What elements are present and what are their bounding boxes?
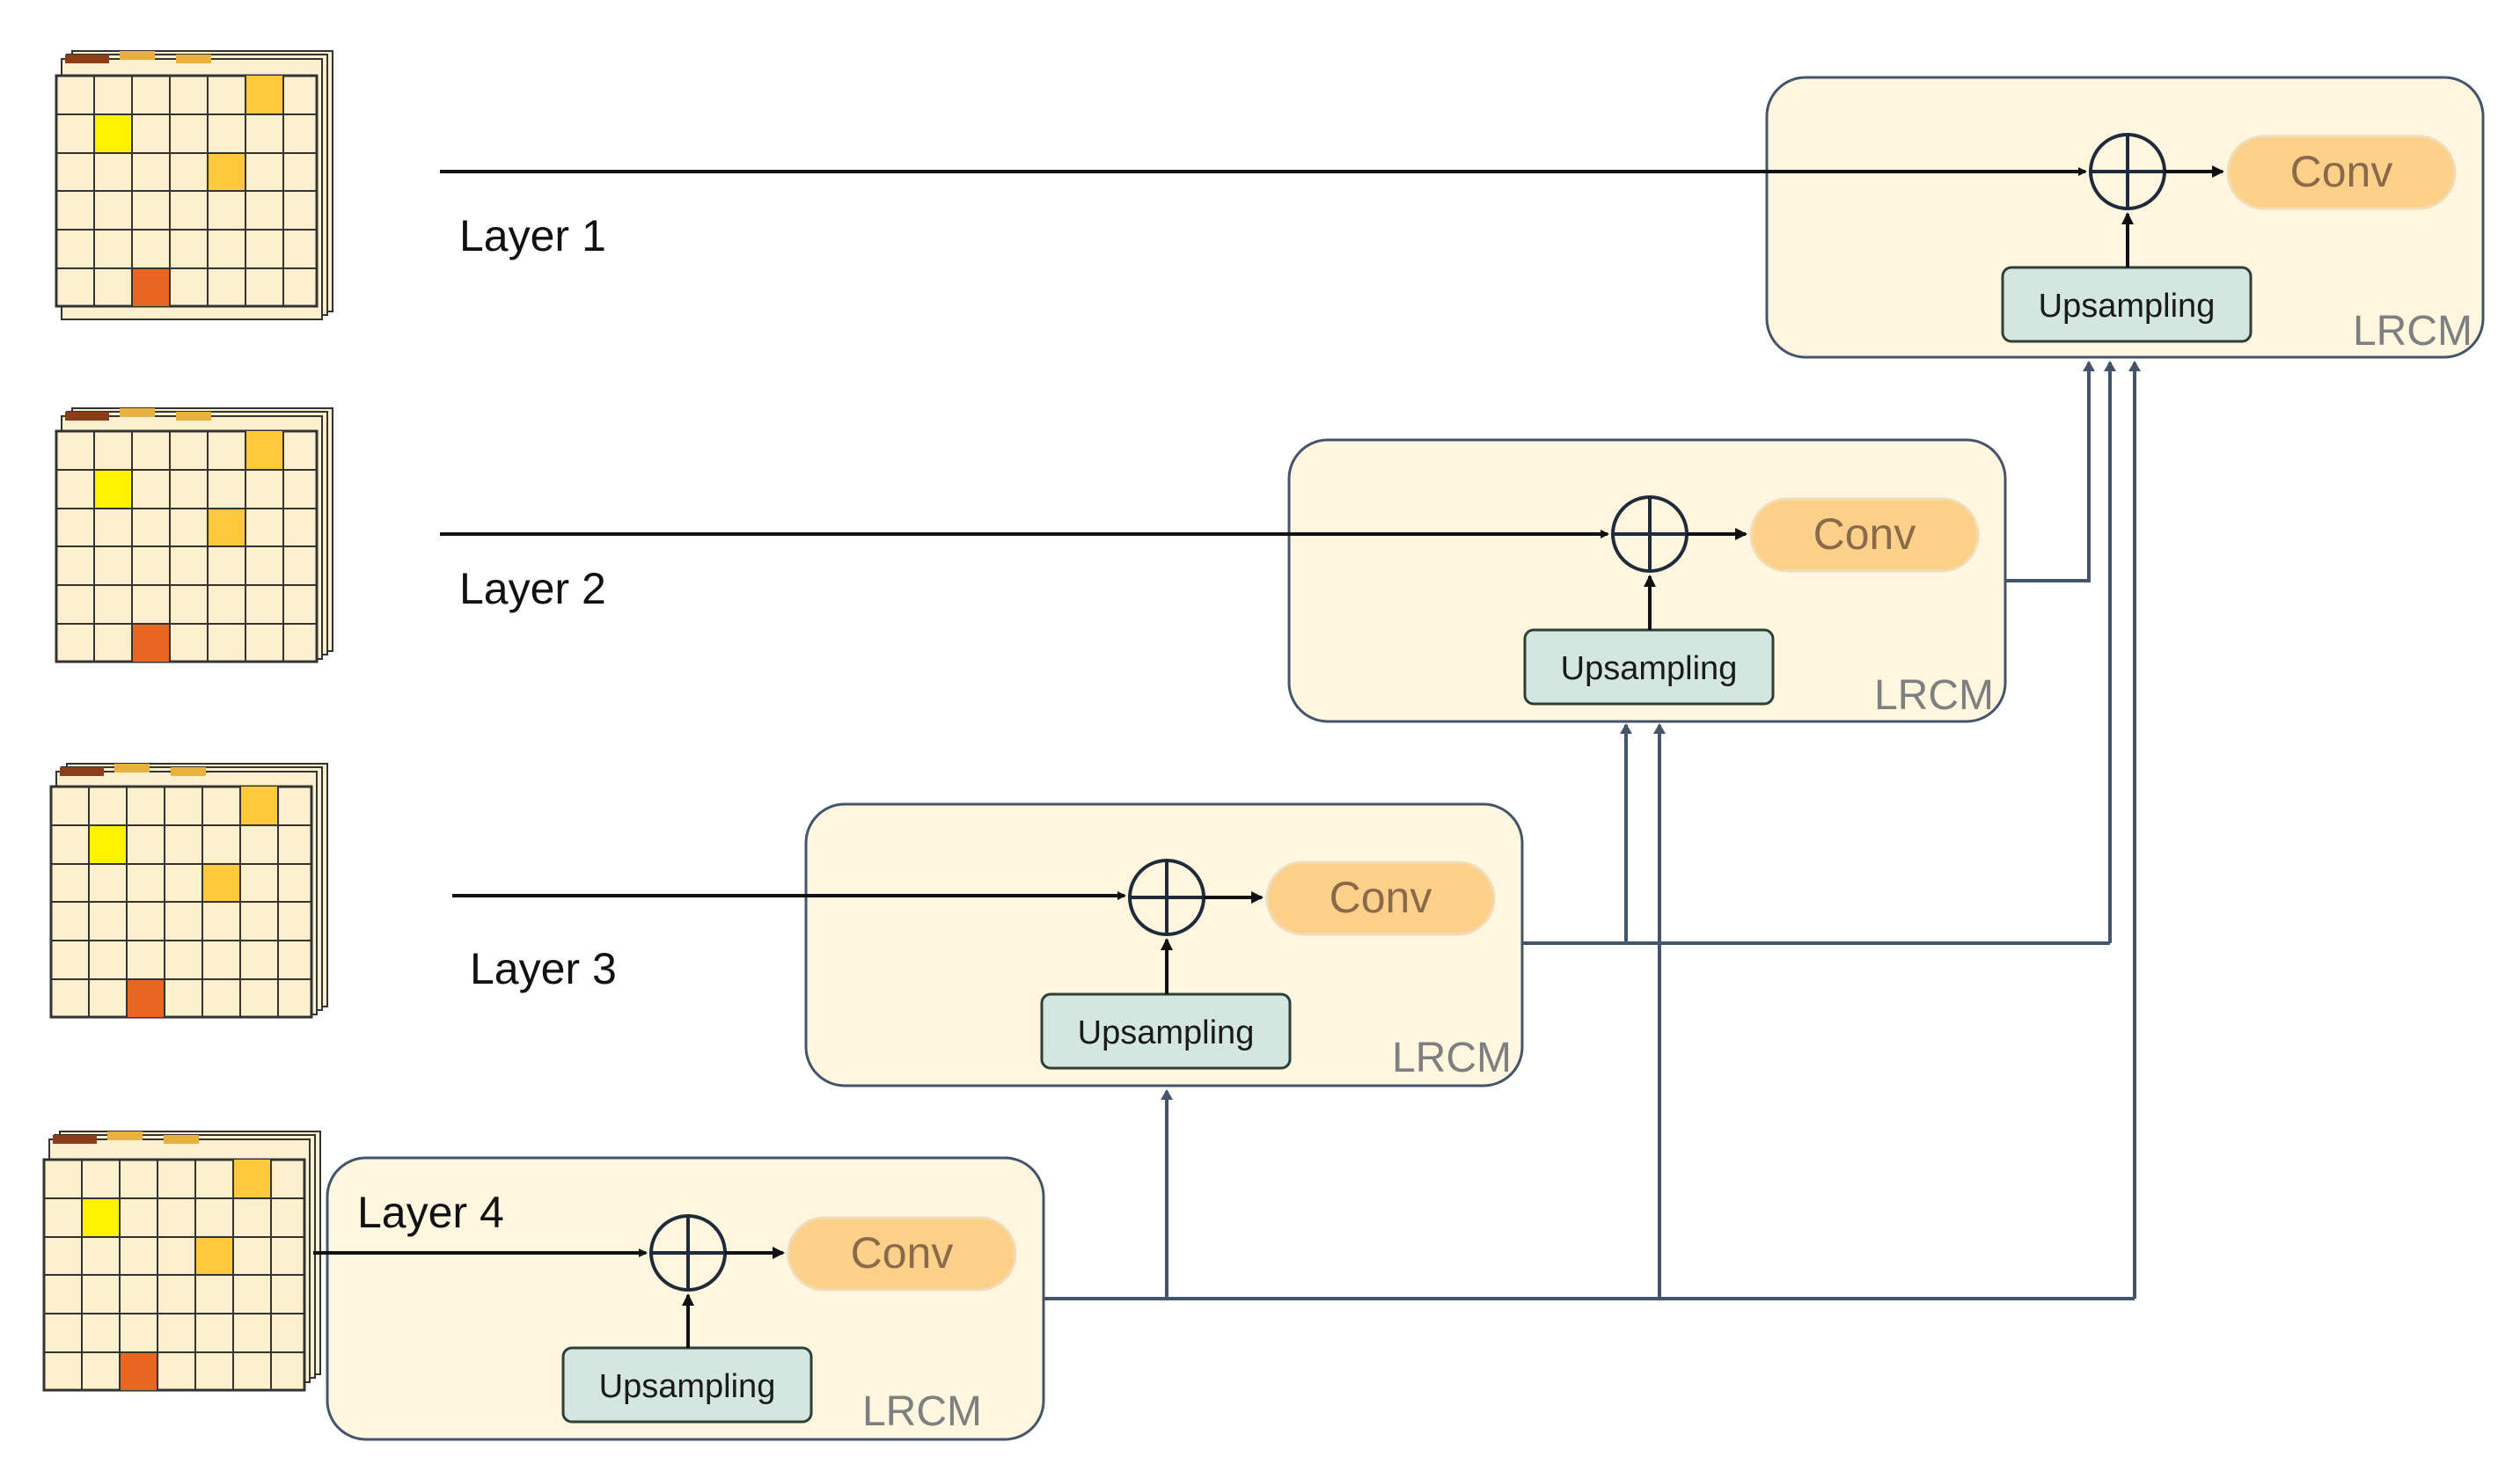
layer-4-label: Layer 4 <box>357 1188 504 1237</box>
upsampling-label: Upsampling <box>1561 650 1738 687</box>
lrcm-label: LRCM <box>1874 672 1994 719</box>
upsampling-label: Upsampling <box>1078 1014 1255 1051</box>
conv-block: Conv <box>2226 135 2457 210</box>
feature-map-layer-4 <box>42 1131 321 1392</box>
add-circle-icon <box>2089 133 2166 210</box>
upsampling-block: Upsampling <box>2001 266 2253 343</box>
upsampling-block: Upsampling <box>561 1346 813 1424</box>
conv-label: Conv <box>1330 873 1432 922</box>
add-circle-icon <box>1611 495 1689 573</box>
conv-block: Conv <box>1749 497 1980 573</box>
conv-label: Conv <box>1813 509 1916 559</box>
add-circle-icon <box>649 1214 727 1292</box>
layer-1-label: Layer 1 <box>459 211 606 260</box>
upsampling-block: Upsampling <box>1040 992 1292 1070</box>
layer-2-label: Layer 2 <box>459 564 606 613</box>
feature-map-layer-3 <box>49 763 328 1019</box>
feature-grid <box>55 429 319 663</box>
lrcm-label: LRCM <box>2353 308 2472 355</box>
upsampling-label: Upsampling <box>599 1368 776 1405</box>
conv-block: Conv <box>1265 860 1496 936</box>
conv-label: Conv <box>2290 147 2393 196</box>
upsampling-label: Upsampling <box>2039 288 2216 325</box>
feature-grid <box>55 74 319 308</box>
connections <box>313 165 2224 1348</box>
feature-grid <box>49 785 313 1019</box>
conv-block: Conv <box>787 1216 1017 1292</box>
lrcm-label: LRCM <box>862 1388 982 1435</box>
lrcm-module-3: Conv Upsampling LRCM <box>804 802 1524 1087</box>
lrcm-module-2: Conv Upsampling LRCM <box>1287 438 2007 723</box>
module-2-output <box>2005 361 2095 582</box>
lrcm-module-1: Conv Upsampling LRCM <box>1765 76 2485 359</box>
feature-map-layer-1 <box>55 50 333 320</box>
lrcm-module-4: Conv Upsampling LRCM <box>326 1156 1045 1441</box>
add-circle-icon <box>1128 859 1205 936</box>
feature-grid <box>42 1158 306 1392</box>
lrcm-label: LRCM <box>1392 1035 1512 1081</box>
feature-map-layer-2 <box>55 407 333 663</box>
layer-3-label: Layer 3 <box>470 944 617 993</box>
conv-label: Conv <box>851 1228 954 1278</box>
upsampling-block: Upsampling <box>1523 628 1775 706</box>
